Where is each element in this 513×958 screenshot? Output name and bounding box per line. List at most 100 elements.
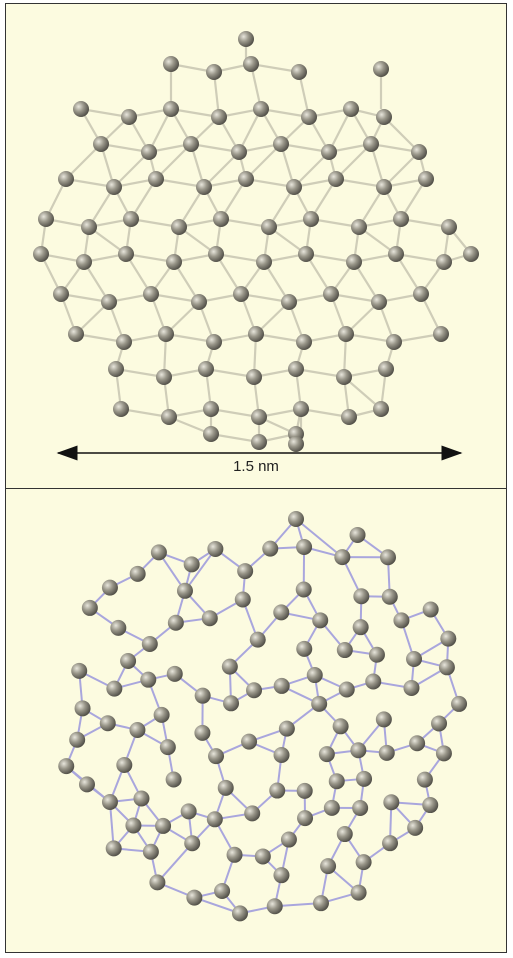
network-atom (71, 662, 88, 679)
network-atom (440, 630, 457, 647)
lattice-bond (330, 292, 380, 304)
lattice-atom (298, 246, 314, 262)
network-atom (208, 748, 225, 765)
network-atom (78, 776, 95, 793)
lattice-bond (148, 108, 172, 153)
network-atom (320, 858, 337, 875)
network-atom (186, 889, 203, 906)
network-atom (306, 667, 323, 684)
network-atom (334, 549, 351, 566)
network-atom (288, 511, 304, 527)
lattice-atom (291, 64, 307, 80)
lattice-bond (65, 177, 115, 189)
lattice-bond (65, 143, 102, 180)
network-atom (74, 700, 91, 717)
network-atom (296, 640, 313, 657)
lattice-atom (351, 219, 367, 235)
network-atom (129, 721, 146, 738)
network-atom (311, 695, 328, 712)
network-atom (350, 742, 367, 759)
lattice-atom (101, 294, 117, 310)
network-atom (350, 884, 367, 901)
network-atom (328, 773, 345, 790)
lattice-bond (238, 108, 262, 153)
lattice-bond (300, 407, 350, 419)
lattice-atom (206, 64, 222, 80)
lattice-bond (250, 62, 300, 74)
network-atom (336, 826, 353, 843)
lattice-atom (373, 61, 389, 77)
lattice-atom (286, 179, 302, 195)
network-atom (435, 745, 452, 762)
network-atom (81, 599, 98, 616)
lattice-atom (171, 219, 187, 235)
network-atom (153, 706, 170, 723)
lattice-atom (163, 56, 179, 72)
lattice-atom (68, 326, 84, 342)
lattice-atom (148, 171, 164, 187)
network-atom (451, 695, 468, 712)
network-atom (296, 782, 313, 799)
lattice-bond (190, 142, 240, 154)
lattice-atom (251, 434, 267, 450)
network-atom (159, 739, 176, 756)
lattice-atom (413, 286, 429, 302)
lattice-atom (336, 369, 352, 385)
network-atom (318, 746, 335, 763)
lattice-bond (60, 292, 110, 304)
network-atom (167, 614, 184, 631)
lattice-atom (238, 171, 254, 187)
network-atom (416, 771, 433, 788)
network-atom (312, 612, 329, 629)
lattice-atom (363, 136, 379, 152)
network-atom (149, 874, 166, 891)
network-atom (431, 715, 448, 732)
network-atom (273, 604, 290, 621)
network-atom (352, 619, 369, 636)
network-atom (206, 811, 223, 828)
network-atom (99, 715, 116, 732)
lattice-atom (143, 286, 159, 302)
lattice-atom (441, 219, 457, 235)
lattice-atom (166, 254, 182, 270)
lattice-atom (81, 219, 97, 235)
lattice-atom (156, 369, 172, 385)
lattice-bond (170, 107, 220, 119)
lattice-atom (231, 144, 247, 160)
lattice-atom (373, 401, 389, 417)
lattice-bond (335, 143, 372, 180)
network-atom (166, 665, 183, 682)
lattice-bond (220, 217, 270, 229)
network-atom (183, 556, 200, 573)
lattice-bond (345, 332, 395, 344)
network-atom (382, 835, 399, 852)
lattice-bond (295, 367, 345, 379)
network-atom (116, 756, 133, 773)
lattice-bond (255, 332, 305, 344)
lattice-bond (113, 151, 150, 188)
lattice-bond (150, 292, 200, 304)
lattice-atom (321, 144, 337, 160)
network-atom (273, 867, 290, 884)
lattice-atom (251, 409, 267, 425)
network-atom (194, 724, 211, 741)
lattice-atom (343, 101, 359, 117)
lattice-atom (371, 294, 387, 310)
lattice-atom (203, 426, 219, 442)
lattice-atom (161, 409, 177, 425)
network-atom (375, 711, 392, 728)
network-bond (194, 896, 241, 915)
network-atom (180, 803, 197, 820)
network-atom (244, 805, 261, 822)
lattice-bond (383, 151, 420, 188)
network-atom (217, 779, 234, 796)
lattice-bond (245, 177, 295, 189)
lattice-bond (205, 367, 255, 379)
network-atom (69, 731, 86, 748)
lattice-bond (395, 252, 445, 264)
lattice-atom (323, 286, 339, 302)
lattice-bond (280, 142, 330, 154)
lattice-atom (288, 361, 304, 377)
network-atom (295, 581, 312, 598)
lattice-atom (238, 31, 254, 47)
